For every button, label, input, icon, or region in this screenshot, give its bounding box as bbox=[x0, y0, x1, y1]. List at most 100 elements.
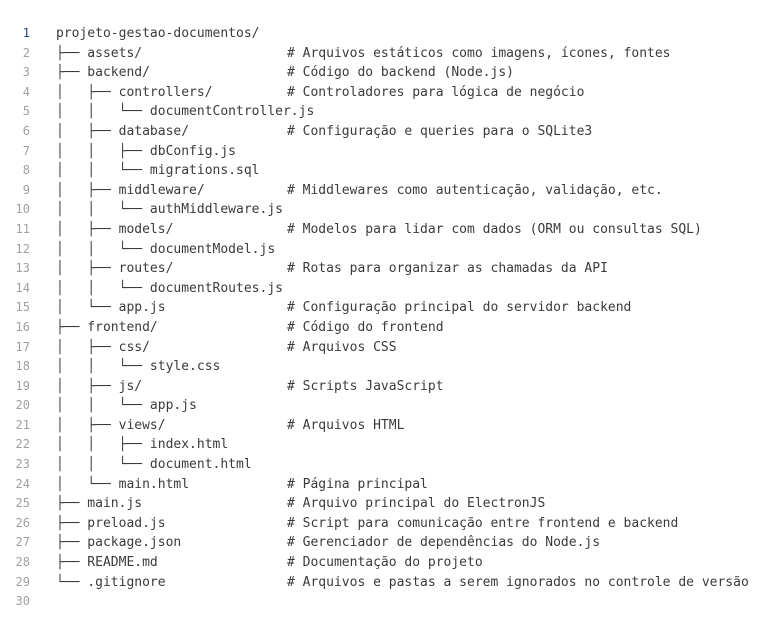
line-number: 7 bbox=[22, 143, 30, 158]
line-number: 18 bbox=[15, 359, 30, 374]
line-number: 5 bbox=[22, 104, 30, 119]
code-line[interactable]: ├── backend/ # Código do backend (Node.js… bbox=[56, 63, 773, 83]
line-comment: # Arquivos CSS bbox=[287, 339, 397, 355]
line-comment: # Página principal bbox=[287, 476, 428, 492]
line-number: 26 bbox=[15, 515, 30, 530]
line-comment: # Script para comunicação entre frontend… bbox=[287, 515, 679, 531]
line-number: 17 bbox=[15, 339, 30, 354]
tree-entry: ├── frontend/ bbox=[56, 319, 158, 335]
line-comment: # Gerenciador de dependências do Node.js bbox=[287, 535, 601, 551]
line-number: 20 bbox=[15, 398, 30, 413]
code-content[interactable]: projeto-gestao-documentos/├── assets/# A… bbox=[56, 24, 773, 612]
tree-entry: │ ├── middleware/ bbox=[56, 182, 205, 198]
tree-entry: ├── assets/ bbox=[56, 45, 143, 61]
line-number: 8 bbox=[22, 163, 30, 178]
tree-entry: └── .gitignore bbox=[56, 574, 166, 590]
code-line[interactable]: │ │ └── document.html bbox=[56, 455, 773, 475]
tree-entry: ├── README.md bbox=[56, 555, 158, 571]
tree-entry: │ └── main.html bbox=[56, 476, 190, 492]
code-line[interactable]: │ │ └── documentRoutes.js bbox=[56, 279, 773, 299]
line-number: 4 bbox=[22, 84, 30, 99]
tree-entry: ├── package.json bbox=[56, 535, 182, 551]
line-comment: # Código do backend (Node.js) bbox=[287, 65, 514, 81]
line-number: 16 bbox=[15, 319, 30, 334]
line-comment: # Middlewares como autenticação, validaç… bbox=[287, 182, 663, 198]
tree-entry: ├── preload.js bbox=[56, 515, 166, 531]
code-line[interactable]: │ │ └── authMiddleware.js bbox=[56, 200, 773, 220]
line-number: 11 bbox=[15, 221, 30, 236]
line-number: 21 bbox=[15, 417, 30, 432]
line-comment: # Documentação do projeto bbox=[287, 555, 483, 571]
tree-entry: │ └── app.js bbox=[56, 300, 166, 316]
tree-entry: │ ├── models/ bbox=[56, 221, 174, 237]
tree-entry: │ │ ├── dbConfig.js bbox=[56, 143, 237, 159]
code-line[interactable]: │ ├── models/ # Modelos para lidar com da… bbox=[56, 220, 773, 240]
code-line[interactable]: ├── README.md # Documentação do projeto bbox=[56, 553, 773, 573]
tree-entry: │ │ └── style.css bbox=[56, 359, 221, 375]
line-number: 25 bbox=[15, 496, 30, 511]
code-line[interactable]: │ │ └── app.js bbox=[56, 396, 773, 416]
line-comment: # Arquivos e pastas a serem ignorados no… bbox=[287, 574, 749, 590]
tree-entry: │ ├── controllers/ bbox=[56, 84, 213, 100]
code-line[interactable]: │ │ └── migrations.sql bbox=[56, 161, 773, 181]
line-number: 2 bbox=[22, 45, 30, 60]
code-line[interactable]: │ ├── routes/# Rotas para organizar as c… bbox=[56, 259, 773, 279]
line-number: 1 bbox=[22, 26, 30, 40]
code-line[interactable]: └── .gitignore # Arquivos e pastas a sere… bbox=[56, 573, 773, 593]
code-line[interactable]: │ │ ├── dbConfig.js bbox=[56, 142, 773, 162]
tree-entry: ├── backend/ bbox=[56, 65, 150, 81]
line-comment: # Scripts JavaScript bbox=[287, 378, 444, 394]
line-comment: # Arquivos HTML bbox=[287, 417, 405, 433]
line-comment: # Modelos para lidar com dados (ORM ou c… bbox=[287, 221, 702, 237]
line-comment: # Arquivo principal do ElectronJS bbox=[287, 496, 546, 512]
code-line[interactable]: │ └── main.html # Página principal bbox=[56, 475, 773, 495]
line-number: 22 bbox=[15, 437, 30, 452]
code-line[interactable]: │ │ └── documentController.js bbox=[56, 102, 773, 122]
code-line[interactable]: │ └── app.js # Configuração principal do … bbox=[56, 298, 773, 318]
line-number: 9 bbox=[22, 182, 30, 197]
tree-entry: │ ├── database/ bbox=[56, 123, 190, 139]
code-line[interactable] bbox=[56, 592, 773, 612]
tree-entry: │ │ └── app.js bbox=[56, 398, 197, 414]
code-line[interactable]: projeto-gestao-documentos/ bbox=[56, 24, 773, 44]
line-number: 23 bbox=[15, 457, 30, 472]
code-line[interactable]: │ ├── css/# Arquivos CSS bbox=[56, 338, 773, 358]
line-comment: # Código do frontend bbox=[287, 319, 444, 335]
tree-entry: │ │ ├── index.html bbox=[56, 437, 229, 453]
line-number: 6 bbox=[22, 123, 30, 138]
line-number: 13 bbox=[15, 261, 30, 276]
code-line[interactable]: │ ├── controllers/ # Controladores para l… bbox=[56, 83, 773, 103]
line-number: 29 bbox=[15, 574, 30, 589]
line-number: 3 bbox=[22, 65, 30, 80]
code-line[interactable]: ├── preload.js # Script para comunicação … bbox=[56, 514, 773, 534]
line-number: 27 bbox=[15, 535, 30, 550]
code-line[interactable]: │ ├── database/ # Configuração e queries … bbox=[56, 122, 773, 142]
tree-entry: │ ├── routes/ bbox=[56, 261, 174, 277]
line-number: 12 bbox=[15, 241, 30, 256]
tree-entry: │ ├── views/ bbox=[56, 417, 166, 433]
line-number: 14 bbox=[15, 280, 30, 295]
line-number: 19 bbox=[15, 378, 30, 393]
code-line[interactable]: ├── assets/# Arquivos estáticos como ima… bbox=[56, 44, 773, 64]
line-number: 15 bbox=[15, 300, 30, 315]
tree-entry: projeto-gestao-documentos/ bbox=[56, 26, 260, 41]
line-comment: # Configuração e queries para o SQLite3 bbox=[287, 123, 593, 139]
code-line[interactable]: ├── package.json # Gerenciador de dependê… bbox=[56, 533, 773, 553]
code-line[interactable]: │ ├── middleware/ # Middlewares como aute… bbox=[56, 181, 773, 201]
tree-entry: │ │ └── document.html bbox=[56, 457, 252, 473]
code-line[interactable]: │ │ └── style.css bbox=[56, 357, 773, 377]
tree-entry: │ │ └── documentRoutes.js bbox=[56, 280, 283, 296]
tree-entry: │ │ └── documentController.js bbox=[56, 104, 315, 120]
tree-entry: │ │ └── documentModel.js bbox=[56, 241, 276, 257]
line-comment: # Controladores para lógica de negócio bbox=[287, 84, 585, 100]
code-line[interactable]: ├── main.js# Arquivo principal do Electr… bbox=[56, 494, 773, 514]
line-comment: # Configuração principal do servidor bac… bbox=[287, 300, 632, 316]
code-line[interactable]: │ ├── views/ # Arquivos HTML bbox=[56, 416, 773, 436]
code-line[interactable]: │ │ └── documentModel.js bbox=[56, 240, 773, 260]
tree-entry: │ ├── js/ bbox=[56, 378, 143, 394]
code-line[interactable]: │ │ ├── index.html bbox=[56, 435, 773, 455]
code-line[interactable]: ├── frontend/ # Código do frontend bbox=[56, 318, 773, 338]
code-line[interactable]: │ ├── js/ # Scripts JavaScript bbox=[56, 377, 773, 397]
